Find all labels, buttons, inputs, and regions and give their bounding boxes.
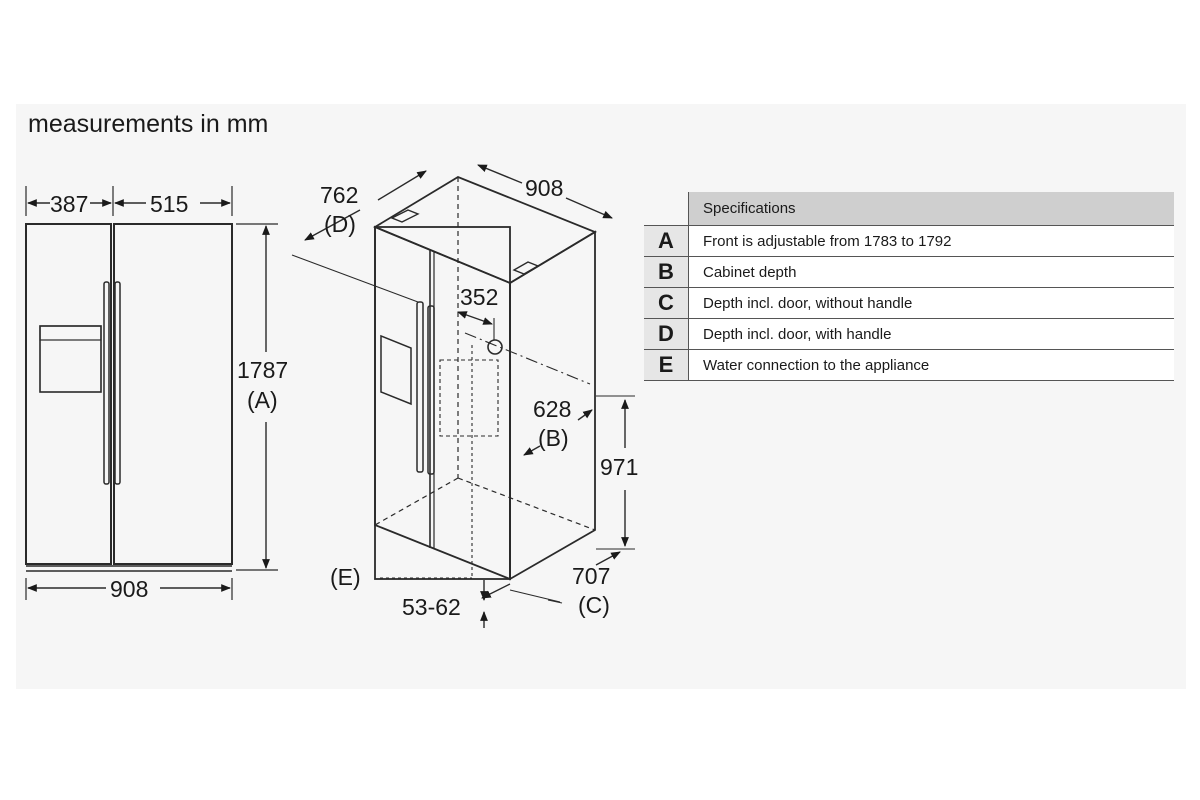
height-letter-label: (A): [247, 387, 278, 413]
iso-front: [374, 226, 511, 580]
depth-no-handle-value: 707: [572, 563, 610, 589]
row-letter: C: [644, 287, 689, 319]
width-right-label: 515: [150, 191, 188, 217]
adjust-range-label: 53-62: [402, 594, 461, 620]
table-row: B Cabinet depth: [644, 256, 1174, 288]
dim-arrow-water-offset: [457, 311, 493, 325]
cabinet-depth-value: 628: [533, 396, 571, 422]
depth-handle-letter: (D): [324, 211, 356, 237]
dim-arrow-top-width: [477, 164, 523, 184]
dim-arrow-depth-no-handle: [481, 583, 511, 599]
depth-no-handle-letter: (C): [578, 592, 610, 618]
water-offset-label: 352: [460, 284, 498, 310]
front-view-labels: 387 515 908 1787 (A): [50, 191, 288, 602]
table-row: A Front is adjustable from 1783 to 1792: [644, 225, 1174, 257]
row-letter: A: [644, 225, 689, 257]
row-letter: B: [644, 256, 689, 288]
row-text: Depth incl. door, with handle: [688, 318, 1174, 350]
left-handle: [103, 281, 110, 485]
right-handle: [114, 281, 121, 485]
connection-height-label: 971: [600, 454, 638, 480]
row-text: Depth incl. door, without handle: [688, 287, 1174, 319]
height-label: 1787: [237, 357, 288, 383]
row-text: Front is adjustable from 1783 to 1792: [688, 225, 1174, 257]
table-header: Specifications: [688, 192, 1174, 226]
width-left-label: 387: [50, 191, 88, 217]
total-width-label: 908: [110, 576, 148, 602]
page-title: measurements in mm: [28, 110, 269, 138]
freezer-door: [25, 223, 112, 565]
iso-view-labels: 762 (D) 908 352 628 (B) 971 707 (C) (E) …: [320, 175, 638, 620]
cabinet-depth-letter: (B): [538, 425, 569, 451]
iso-dispenser: [380, 334, 412, 406]
row-text: Water connection to the appliance: [688, 349, 1174, 381]
iso-handle-left: [416, 301, 424, 473]
iso-handle-right: [427, 305, 435, 475]
table-header-row: Specifications: [644, 192, 1174, 226]
row-text: Cabinet depth: [688, 256, 1174, 288]
table-row: E Water connection to the appliance: [644, 349, 1174, 381]
water-dispenser: [39, 325, 102, 393]
iso-view: [291, 164, 635, 628]
dim-arrow-depth-handle: [304, 209, 361, 241]
row-letter: D: [644, 318, 689, 350]
top-width-label: 908: [525, 175, 563, 201]
front-view: [25, 186, 278, 600]
row-letter: E: [644, 349, 689, 381]
water-connection-icon: [487, 339, 503, 355]
specifications-table: Specifications A Front is adjustable fro…: [644, 192, 1174, 381]
water-letter-label: (E): [330, 564, 361, 590]
depth-handle-value: 762: [320, 182, 358, 208]
table-row: C Depth incl. door, without handle: [644, 287, 1174, 319]
fridge-door: [113, 223, 233, 565]
table-row: D Depth incl. door, with handle: [644, 318, 1174, 350]
dim-arrow-cabinet-depth: [523, 445, 541, 456]
